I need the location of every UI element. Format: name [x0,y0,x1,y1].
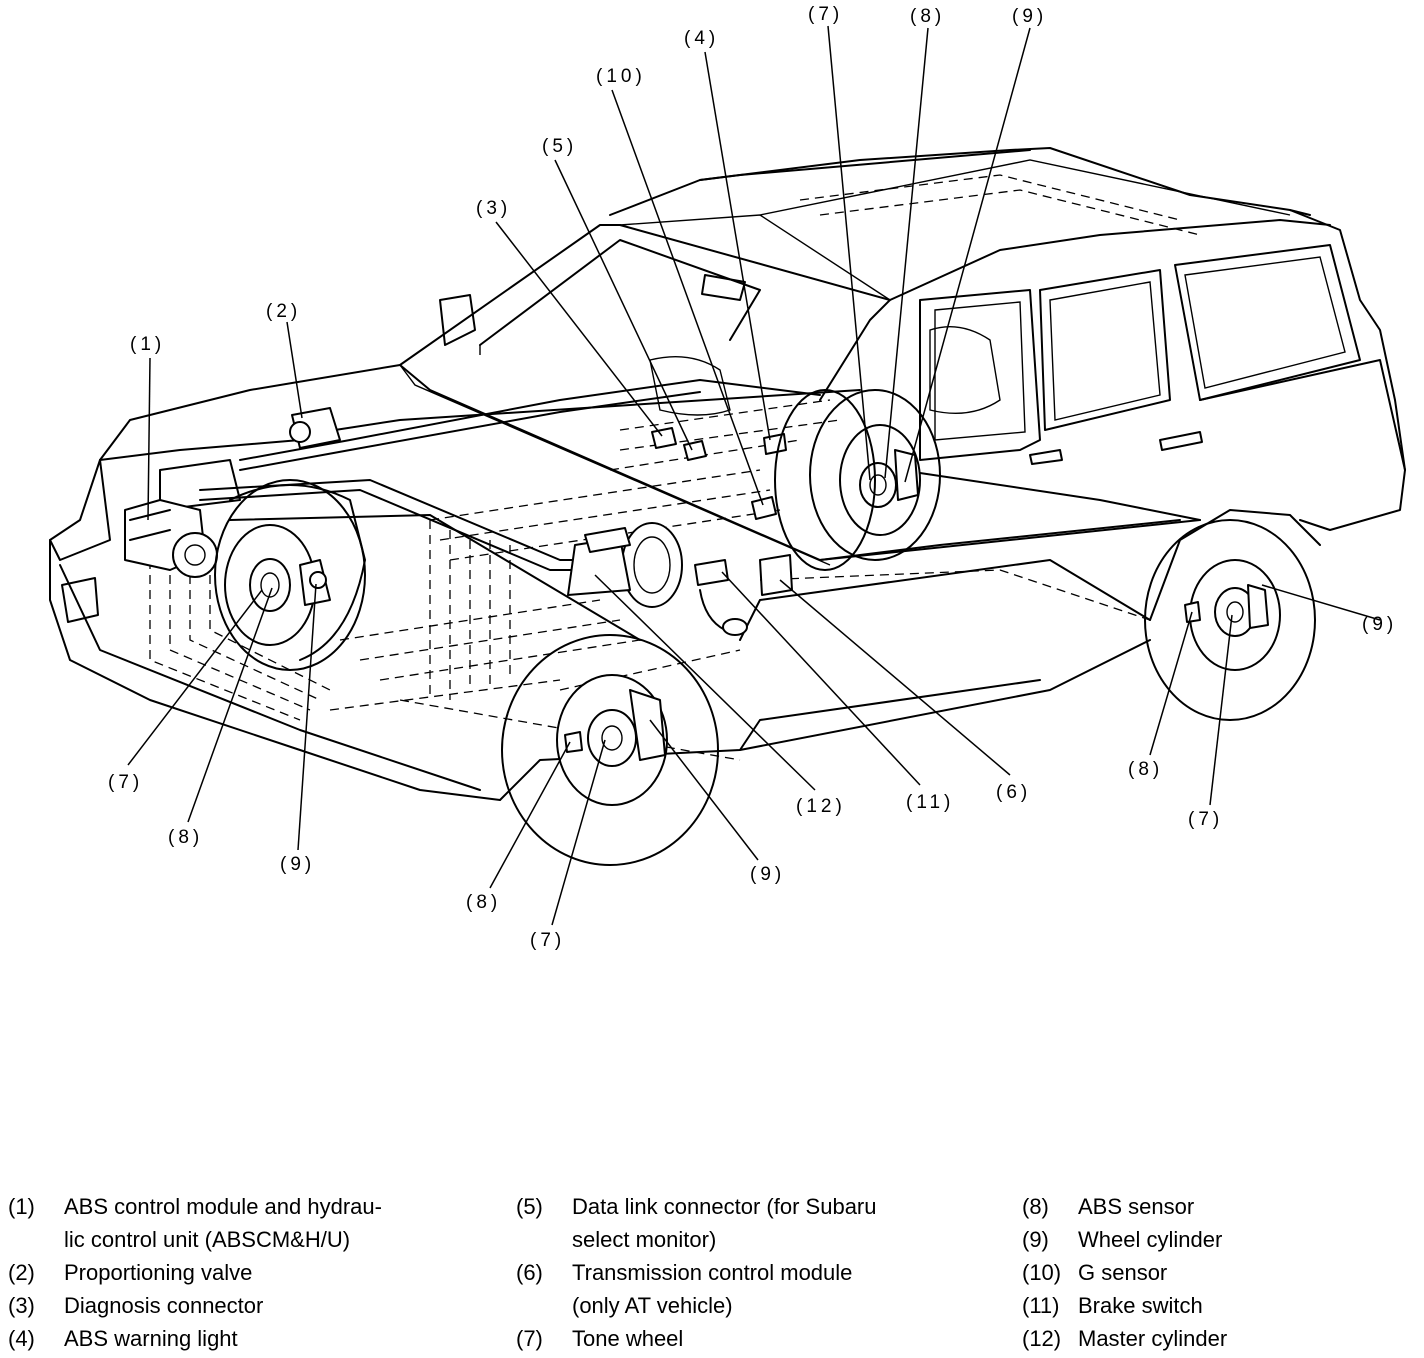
rear-right-wheel [1144,519,1316,721]
legend-column-1: (1) ABS control module and hydrau- lic c… [8,1190,488,1355]
legend-number: (11) [1022,1293,1060,1318]
callout-11: (11) [906,792,954,813]
diagnosis-connector [651,427,677,449]
callout-9-front-left: (9) [280,854,315,875]
rear-left-wheel [774,389,941,571]
legend-item: (8) ABS sensor [1022,1190,1422,1223]
callout-7-front-right: (7) [530,930,565,951]
legend-text: ABS sensor [1078,1194,1195,1219]
legend-text: Master cylinder [1078,1326,1228,1351]
legend-item: (2) Proportioning valve [8,1256,488,1289]
legend-line: ABS control module and hydrau- [64,1194,382,1219]
legend-line: Data link connector (for Subaru [572,1194,877,1219]
callout-12: (12) [796,796,846,817]
leader-lines [127,25,1381,926]
callout-4: (4) [684,28,719,49]
legend-number: (10) [1022,1260,1062,1285]
component-legend: (1) ABS control module and hydrau- lic c… [0,1190,1424,1358]
legend-number: (8) [1022,1194,1049,1219]
callout-8-front-left: (8) [168,827,203,848]
abs-component-diagram: (1) (2) (3) (4) (5) (6) (7) (8) (9) (10)… [49,4,1406,951]
master-cylinder-booster [567,522,683,608]
legend-line: Transmission control module [572,1260,853,1285]
legend-item: (10) G sensor [1022,1256,1422,1289]
proportioning-valve [289,407,341,449]
callout-8-front-right: (8) [466,892,501,913]
legend-item: (5) Data link connector (for Subaru sele… [516,1190,996,1256]
legend-text: ABS control module and hydrau- lic contr… [64,1190,382,1256]
legend-number: (4) [8,1326,35,1351]
front-left-wheel [214,479,366,671]
g-sensor-component [751,496,777,520]
legend-text: Proportioning valve [64,1260,253,1285]
legend-number: (6) [516,1260,543,1285]
callout-8-rear-right: (8) [1128,759,1163,780]
abs-warning-light [763,433,787,455]
callout-7-rear-left: (7) [808,4,843,25]
callout-3: (3) [476,198,511,219]
callout-2: (2) [266,301,301,322]
legend-text: Wheel cylinder [1078,1227,1223,1252]
legend-text: Transmission control module (only AT veh… [572,1256,852,1322]
legend-column-2: (5) Data link connector (for Subaru sele… [516,1190,996,1355]
callout-10: (10) [596,66,646,87]
legend-item: (7) Tone wheel [516,1322,996,1355]
legend-number: (12) [1022,1326,1062,1351]
data-link-connector [683,440,707,461]
legend-number: (9) [1022,1227,1049,1252]
legend-item: (1) ABS control module and hydrau- lic c… [8,1190,488,1256]
legend-text: Brake switch [1078,1293,1203,1318]
legend-text: Data link connector (for Subaru select m… [572,1190,877,1256]
callout-1: (1) [130,334,165,355]
callout-9-rear-right: (9) [1362,614,1397,635]
vehicle-illustration [49,147,1406,866]
transmission-control-module [759,554,793,596]
callout-6: (6) [996,782,1031,803]
legend-item: (9) Wheel cylinder [1022,1223,1422,1256]
legend-item: (6) Transmission control module (only AT… [516,1256,996,1322]
legend-number: (7) [516,1326,543,1351]
legend-text: G sensor [1078,1260,1168,1285]
abs-hydraulic-unit [124,499,218,578]
front-right-wheel [501,634,719,866]
legend-line: lic control unit (ABSCM&H/U) [64,1227,351,1252]
legend-text: ABS warning light [64,1326,238,1351]
callout-8-rear-left: (8) [910,6,945,27]
callout-7-front-left: (7) [108,772,143,793]
legend-item: (12) Master cylinder [1022,1322,1422,1355]
legend-number: (2) [8,1260,35,1285]
legend-number: (1) [8,1194,35,1219]
callout-labels: (1) (2) (3) (4) (5) (6) (7) (8) (9) (10)… [108,4,1397,951]
legend-number: (3) [8,1293,35,1318]
callout-9-front-right: (9) [750,864,785,885]
legend-item: (11) Brake switch [1022,1289,1422,1322]
callout-7-rear-right: (7) [1188,809,1223,830]
legend-line: select monitor) [572,1227,717,1252]
legend-item: (4) ABS warning light [8,1322,488,1355]
brake-pedal-switch [694,559,748,636]
callout-9-rear-left: (9) [1012,6,1047,27]
legend-column-3: (8) ABS sensor (9) Wheel cylinder (10) G… [1022,1190,1422,1355]
legend-text: Diagnosis connector [64,1293,264,1318]
legend-line: (only AT vehicle) [572,1293,733,1318]
legend-number: (5) [516,1194,543,1219]
callout-5: (5) [542,136,577,157]
legend-text: Tone wheel [572,1326,684,1351]
legend-item: (3) Diagnosis connector [8,1289,488,1322]
